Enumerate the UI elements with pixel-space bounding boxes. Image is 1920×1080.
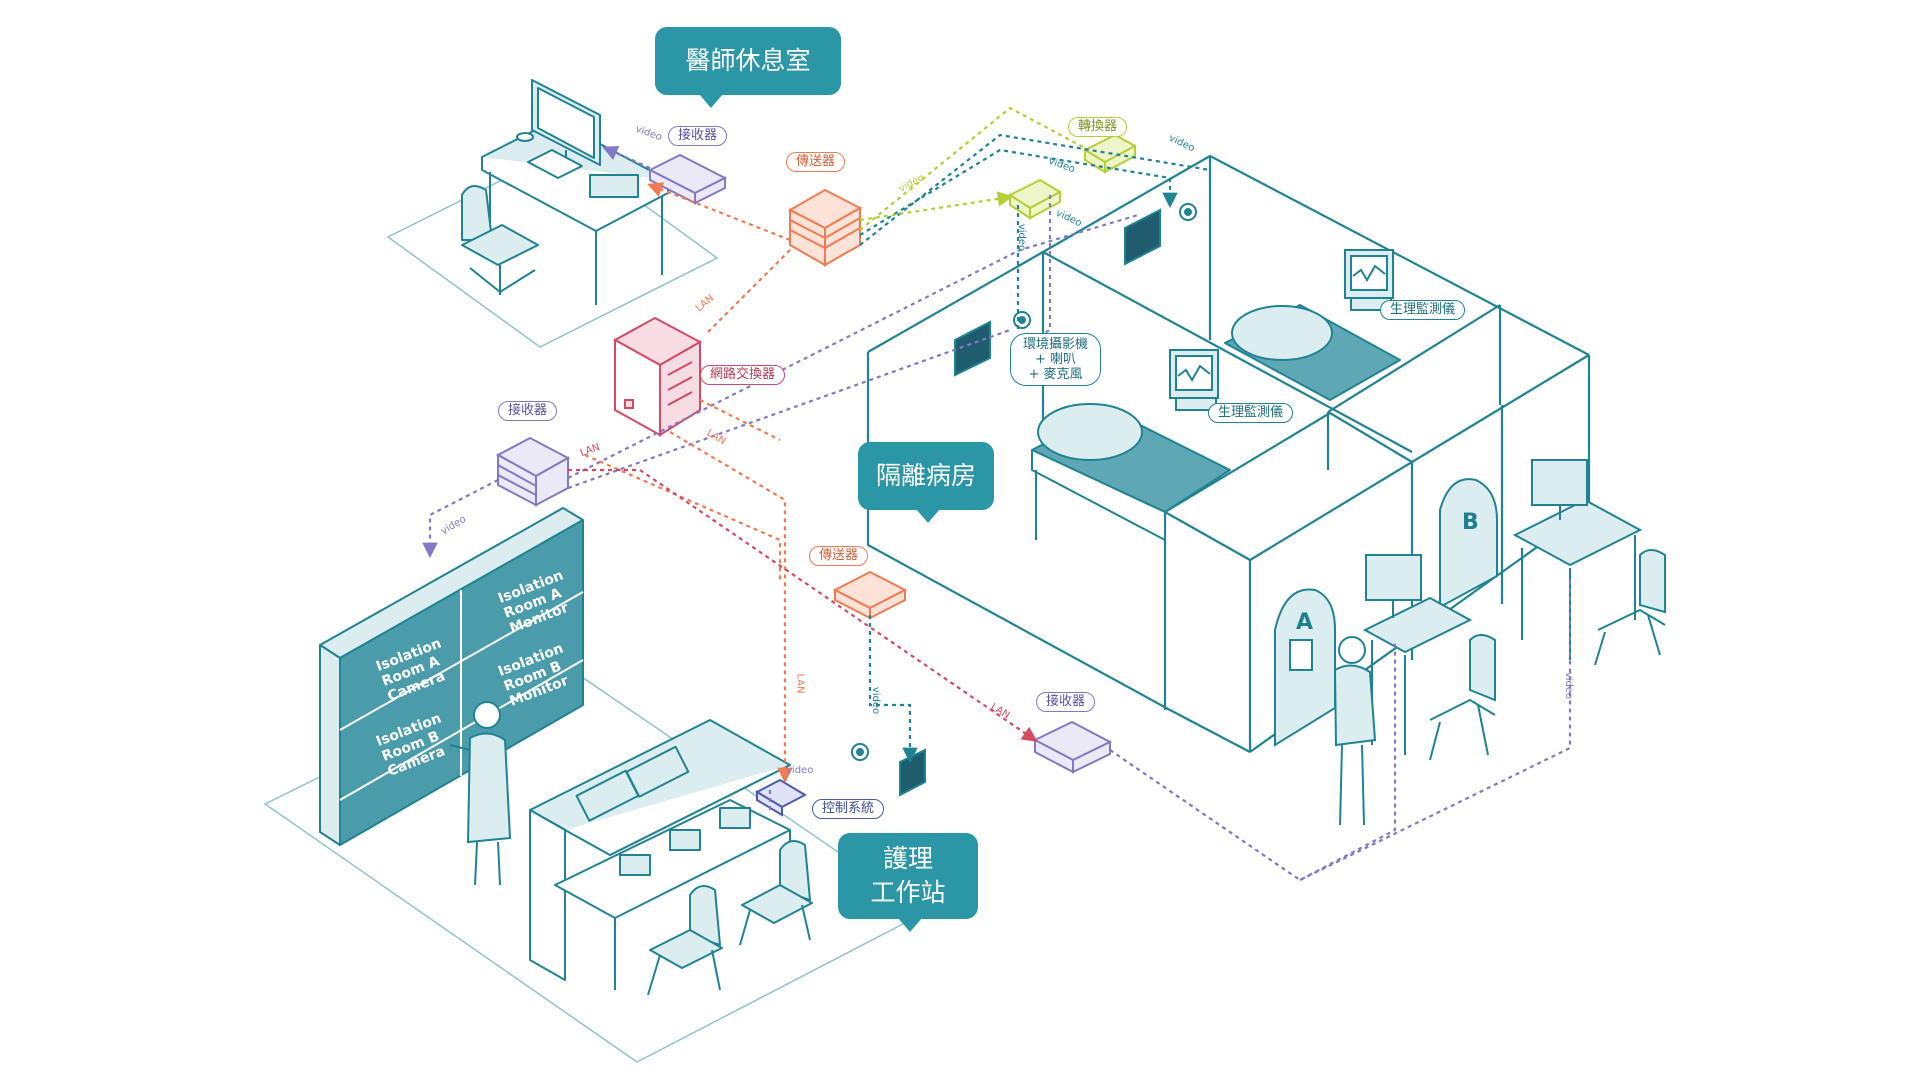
vital-monitor-1-tag: 生理監測儀 bbox=[1208, 403, 1294, 423]
video-label-10: video bbox=[1563, 671, 1575, 700]
door-b-shape bbox=[1439, 478, 1498, 609]
transmitter-mid-tag: 傳送器 bbox=[809, 546, 869, 566]
receiver-mid-device bbox=[1032, 720, 1113, 774]
network-switch-tag: 網路交換器 bbox=[700, 365, 786, 385]
video-label-9: video bbox=[786, 765, 814, 776]
video-label-6: video bbox=[1016, 223, 1028, 252]
network-switch-device bbox=[612, 316, 703, 437]
transmitter-mid-device bbox=[832, 570, 908, 620]
door-a-label: A bbox=[1296, 610, 1314, 635]
nurse-camera-icon bbox=[851, 743, 926, 797]
ward-camera-a-icon bbox=[954, 311, 1031, 377]
converter-tag: 轉換器 bbox=[1068, 117, 1128, 137]
lounge-desk bbox=[461, 79, 669, 305]
receiver-mid-tag: 接收器 bbox=[1036, 692, 1096, 712]
bed-a bbox=[1031, 403, 1231, 541]
ward-camera-b-icon bbox=[1124, 203, 1197, 266]
nurse-at-wall-icon bbox=[449, 701, 512, 886]
video-label-8: video bbox=[870, 686, 882, 715]
connections bbox=[422, 106, 1572, 882]
receiver-left-tag: 接收器 bbox=[498, 401, 558, 421]
workstation-a bbox=[1362, 554, 1496, 761]
nurse-station-desk bbox=[529, 719, 813, 996]
bed-b bbox=[1224, 304, 1401, 401]
nurse-station-label: 護理 工作站 bbox=[870, 844, 946, 907]
lan-label-4: LAN bbox=[794, 673, 806, 694]
control-system-device bbox=[754, 778, 808, 817]
doctor-lounge-label: 醫師休息室 bbox=[685, 46, 811, 75]
vital-monitor-a-icon bbox=[1169, 349, 1219, 411]
env-camera-tag: 環境攝影機 + 喇叭 + 麥克風 bbox=[1010, 333, 1102, 386]
workstation-b bbox=[1512, 459, 1666, 666]
transmitter-top-device bbox=[787, 188, 863, 267]
isolation-ward-bubble: 隔離病房 bbox=[858, 442, 994, 523]
vital-monitor-2-tag: 生理監測儀 bbox=[1380, 300, 1466, 320]
receiver-lounge-device bbox=[647, 153, 728, 205]
receiver-left-device bbox=[495, 436, 571, 507]
vital-monitor-b-icon bbox=[1344, 249, 1394, 311]
control-system-tag: 控制系統 bbox=[812, 799, 885, 819]
receiver-lounge-tag: 接收器 bbox=[668, 126, 728, 146]
doctor-lounge-bubble: 醫師休息室 bbox=[655, 27, 841, 108]
video-wall bbox=[319, 507, 584, 846]
door-b-label: B bbox=[1462, 510, 1479, 535]
isolation-ward-label: 隔離病房 bbox=[875, 461, 976, 490]
nurse-at-door-icon bbox=[1289, 636, 1377, 826]
transmitter-top-tag: 傳送器 bbox=[786, 152, 846, 172]
nurse-station-bubble: 護理 工作站 bbox=[838, 833, 978, 932]
converter-lower-device bbox=[1007, 178, 1063, 220]
